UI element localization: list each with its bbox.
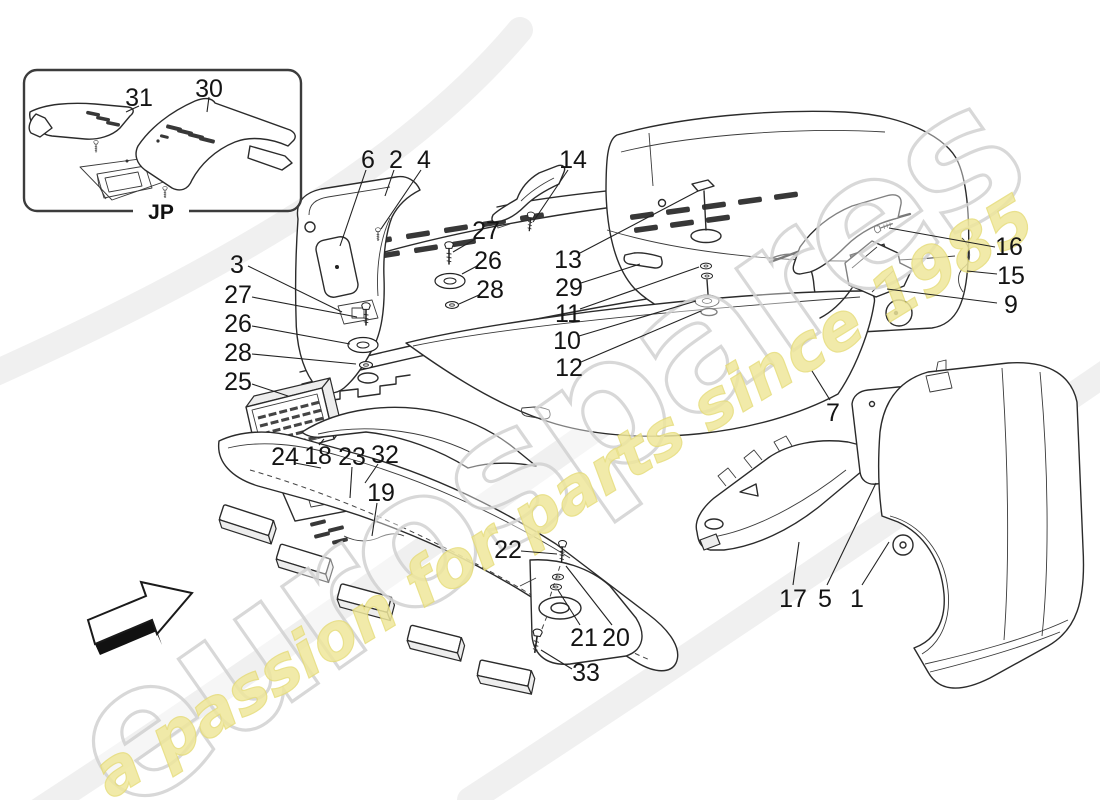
part-callout-5: 5 (818, 585, 832, 613)
leader-line-25 (251, 383, 289, 397)
leader-line-7 (811, 370, 831, 401)
inset-panel-31 (28, 102, 134, 153)
leader-line-4 (380, 169, 422, 230)
leader-lines (125, 96, 998, 670)
leader-line-29 (580, 263, 641, 284)
part-callout-3: 3 (230, 251, 244, 279)
leader-line-27 (251, 296, 358, 318)
part-callout-33: 33 (572, 659, 600, 687)
leader-line-12 (580, 310, 702, 363)
leader-line-26 (461, 265, 478, 275)
leader-line-17 (792, 541, 800, 586)
sill-strip-upper (301, 406, 537, 469)
leader-line-32 (364, 463, 379, 484)
part-callout-27: 27 (224, 281, 252, 309)
part-callout-26: 26 (224, 310, 252, 338)
leader-line-28 (458, 294, 480, 305)
part-callout-17: 17 (779, 585, 807, 613)
leader-line-11 (579, 266, 700, 310)
leader-line-9 (886, 288, 998, 304)
inset-bracket (79, 155, 193, 201)
part-callout-16: 16 (995, 233, 1023, 261)
part-callout-25: 25 (224, 368, 252, 396)
part-callout-14: 14 (559, 146, 587, 174)
part-callout-22: 22 (494, 536, 522, 564)
wheelarch-panel-1 (877, 359, 1085, 689)
part-callout-29: 29 (555, 274, 583, 302)
part-callout-30: 30 (195, 75, 223, 103)
part-callout-31: 31 (125, 84, 153, 112)
part-callout-4: 4 (417, 146, 431, 174)
leader-line-5 (826, 482, 877, 586)
leader-line-19 (371, 502, 378, 537)
leader-line-20 (565, 565, 613, 626)
leader-line-24 (294, 462, 322, 469)
leader-line-30 (206, 96, 210, 113)
part-callout-12: 12 (555, 354, 583, 382)
foam-blocks (218, 504, 536, 695)
leader-line-26 (251, 325, 351, 345)
access-plate (315, 236, 359, 298)
part-callout-23: 23 (338, 443, 366, 471)
inset-panel-30 (135, 97, 296, 191)
sill-trim (217, 431, 679, 672)
leader-line-13 (579, 190, 699, 254)
part-callout-1: 1 (850, 585, 864, 613)
part-callout-28: 28 (224, 339, 252, 367)
part-callout-26: 26 (474, 247, 502, 275)
part-callout-2: 2 (389, 146, 403, 174)
fastener-stack-mid (434, 240, 466, 309)
drawing-layer: JP (22, 68, 1085, 695)
leader-line-10 (578, 300, 697, 337)
part-callout-18: 18 (304, 442, 332, 470)
part-callout-15: 15 (997, 262, 1025, 290)
leader-line-22 (520, 550, 558, 555)
leader-line-6 (339, 169, 367, 247)
leader-line-1 (861, 541, 890, 586)
left-strap (491, 164, 566, 229)
part-callout-13: 13 (554, 246, 582, 274)
leader-line-2 (384, 169, 395, 197)
part-callout-24: 24 (271, 443, 299, 471)
part-callout-21: 21 (570, 624, 598, 652)
part-callout-19: 19 (367, 479, 395, 507)
leader-line-31 (125, 105, 140, 113)
part-callout-10: 10 (553, 327, 581, 355)
part-callout-11: 11 (555, 300, 581, 328)
leader-line-18 (318, 438, 325, 446)
leader-line-27 (452, 237, 478, 253)
fastener-stack-left (347, 301, 379, 384)
leader-line-15 (966, 270, 998, 275)
belt-guide-bracket (819, 240, 913, 327)
part-callout-20: 20 (602, 624, 630, 652)
jp-market-label: JP (148, 201, 174, 224)
luggage-mat (301, 290, 876, 437)
part-callout-7: 7 (826, 399, 840, 427)
part-callout-28: 28 (476, 276, 504, 304)
part-callout-6: 6 (361, 146, 375, 174)
leader-line-14 (532, 169, 569, 223)
part-callout-27: 27 (472, 217, 500, 245)
leader-line-33 (540, 649, 573, 670)
part-callout-32: 32 (371, 441, 399, 469)
leader-line-3 (247, 265, 343, 313)
leader-line-28 (251, 353, 357, 365)
leader-line-16 (888, 227, 996, 248)
fastener-stack-rear (694, 262, 720, 317)
left-trim-panel (294, 175, 421, 394)
leader-line-23 (349, 466, 353, 499)
inset-box: JP (22, 68, 303, 224)
fastener-group-22 (529, 539, 568, 655)
direction-arrow-icon (86, 580, 194, 655)
leader-line-21 (557, 589, 581, 626)
part-callout-9: 9 (1004, 291, 1018, 319)
latch (691, 179, 715, 231)
